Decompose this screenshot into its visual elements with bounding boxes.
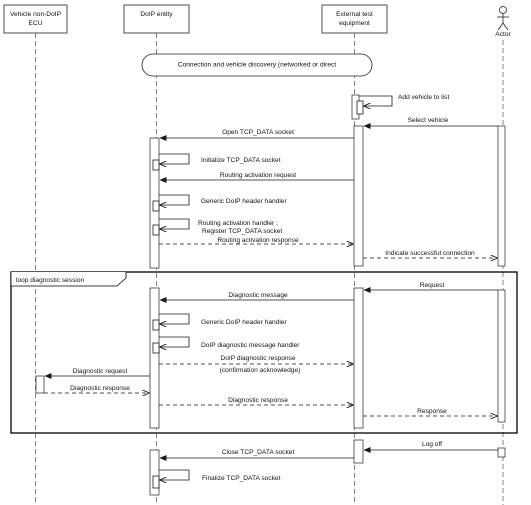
participant-ecu-box: [3, 4, 68, 34]
message-select-vehicle-label: Select vehicle: [408, 117, 449, 124]
self-call-generic-header-2-bar: [152, 319, 160, 331]
activation-ext-main: [353, 125, 364, 267]
participant-ext: External test equipment: [321, 4, 388, 34]
participant-ext-box: [321, 4, 388, 34]
message-diagnostic-response-ecu-label: Diagnostic response: [70, 385, 130, 392]
self-call-diag-msg-handler-loop: [159, 336, 190, 347]
self-call-diag-msg-handler-bar: [152, 342, 160, 354]
activation-ecu: [35, 375, 45, 394]
message-response-label: Response: [417, 408, 447, 415]
activation-ext-end: [353, 439, 364, 464]
message-routing-response-label: Routing activation response: [217, 237, 299, 244]
self-call-diag-msg-handler-label: DoIP diagnostic message handler: [201, 342, 300, 349]
message-indicate-connection-label: Indicate successful connection: [385, 250, 475, 257]
participant-ecu: Vehicle non-DoIP ECU: [3, 4, 68, 34]
participant-ecu-label-2: ECU: [29, 20, 43, 27]
self-call-add-vehicle-bar: [356, 100, 364, 115]
loop-frame-label: loop diagnostic session: [16, 277, 85, 284]
self-call-add-vehicle-loop: [359, 95, 393, 106]
self-call-finalize-socket-loop: [159, 469, 190, 480]
message-diagnostic-request-label: Diagnostic request: [73, 368, 128, 375]
self-call-routing-handler-bar: [152, 224, 160, 236]
participant-doip-box: [123, 4, 190, 34]
actor-label: Actor: [495, 31, 511, 38]
message-doip-diag-response-label-1: DoIP diagnostic response: [220, 355, 295, 362]
self-call-routing-handler-label-1: Routing activation handler ;: [198, 220, 278, 227]
self-call-routing-handler-loop: [159, 218, 190, 229]
activation-actor-loop: [497, 289, 506, 423]
participant-ext-label-2: equipment: [339, 20, 370, 27]
message-request-label: Request: [420, 282, 445, 289]
self-call-init-socket-loop: [159, 153, 190, 164]
message-log-off-label: Log off: [422, 441, 442, 448]
self-call-finalize-socket-bar: [152, 475, 160, 489]
activation-ext-loop: [353, 287, 364, 429]
self-call-init-socket-label: Initialize TCP_DATA socket: [201, 157, 281, 164]
activation-doip-loop: [149, 287, 160, 429]
loop-frame-tab: [10, 272, 127, 287]
self-call-init-socket-bar: [152, 159, 160, 171]
participant-ecu-label-1: Vehicle non-DoIP: [10, 11, 62, 18]
self-call-generic-header-1-bar: [152, 200, 160, 212]
self-call-generic-header-1-loop: [159, 194, 190, 205]
activation-doip-end: [149, 449, 160, 496]
activation-actor-main: [497, 125, 506, 267]
actor-figure-icon: [497, 6, 509, 31]
self-call-add-vehicle-label: Add vehicle to list: [398, 94, 449, 101]
message-close-socket-label: Close TCP_DATA socket: [222, 449, 295, 456]
participant-doip: DoIP entity: [123, 4, 190, 34]
discovery-note: [141, 53, 373, 77]
self-call-finalize-socket-label: Finalize TCP_DATA socket: [202, 475, 281, 482]
participant-doip-label: DoIP entity: [140, 11, 173, 18]
self-call-generic-header-2-label: Generic DoIP header handler: [201, 319, 287, 326]
message-doip-diag-response-label-2: (confirmation acknowledge): [220, 367, 301, 374]
loop-frame: [10, 271, 518, 434]
message-routing-request-label: Routing activation request: [220, 172, 296, 179]
self-call-generic-header-1-label: Generic DoIP header handler: [201, 198, 287, 205]
participant-ext-label-1: External test: [336, 11, 373, 18]
message-open-socket-label: Open TCP_DATA socket: [222, 129, 294, 136]
message-diagnostic-message-label: Diagnostic message: [228, 292, 288, 299]
activation-actor-logoff: [497, 447, 506, 458]
message-diagnostic-response-ext-label: Diagnostic response: [228, 397, 288, 404]
discovery-note-label: Connection and vehicle discovery (networ…: [178, 62, 336, 69]
self-call-generic-header-2-loop: [159, 313, 190, 324]
self-call-routing-handler-label-2: Register TCP_DATA socket: [202, 228, 282, 235]
